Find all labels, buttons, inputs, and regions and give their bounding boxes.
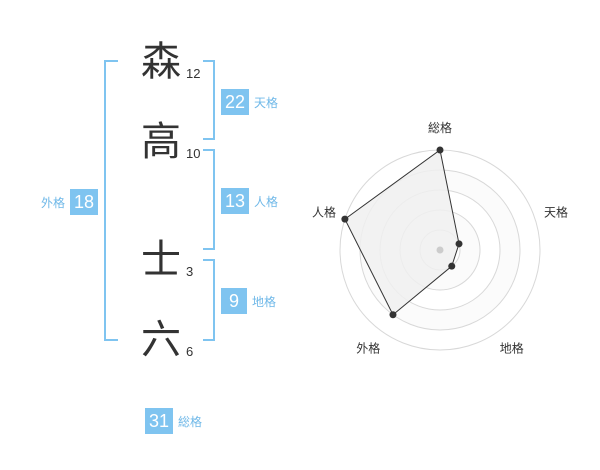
jinkaku-score: 13 人格 xyxy=(221,188,278,214)
tenkaku-label: 天格 xyxy=(254,95,279,110)
radar-point-1 xyxy=(436,146,444,154)
jinkaku-label: 人格 xyxy=(254,194,279,209)
stroke-count-3: 3 xyxy=(186,264,194,279)
radar-axis-label-3: 地格 xyxy=(500,341,524,356)
gaikaku-label: 外格 xyxy=(41,195,66,210)
soukaku-value: 31 xyxy=(145,408,174,434)
chikaku-label: 地格 xyxy=(252,294,277,309)
gaikaku-value: 18 xyxy=(70,189,99,215)
chikaku-score: 9 地格 xyxy=(221,288,276,314)
radar-point-2 xyxy=(455,240,463,248)
radar-axis-label-4: 外格 xyxy=(356,341,380,356)
tenkaku-score: 22 天格 xyxy=(221,89,278,115)
radar-point-3 xyxy=(448,262,456,270)
soukaku-score: 31 総格 xyxy=(145,408,202,434)
radar-axis-label-5: 人格 xyxy=(312,204,336,219)
stroke-count-4: 6 xyxy=(186,344,194,359)
kanji-char-2: 高 xyxy=(141,119,181,165)
jinkaku-bracket xyxy=(203,149,215,250)
tenkaku-bracket xyxy=(203,60,215,140)
radar-axis-label-1: 総格 xyxy=(428,120,452,135)
radar-point-5 xyxy=(341,215,349,223)
radar-center-dot xyxy=(436,246,444,254)
radar-value-polygon xyxy=(344,149,460,316)
radar-point-4 xyxy=(389,311,397,319)
chikaku-bracket xyxy=(203,259,215,341)
kanji-char-1: 森 xyxy=(141,39,181,85)
jinkaku-value: 13 xyxy=(221,188,250,214)
radar-axis-label-2: 天格 xyxy=(544,204,568,219)
soukaku-label: 総格 xyxy=(178,414,203,429)
kanji-char-3: 士 xyxy=(141,237,181,283)
stroke-count-2: 10 xyxy=(186,146,201,161)
stroke-count-1: 12 xyxy=(186,66,201,81)
kanji-char-4: 六 xyxy=(141,317,181,363)
tenkaku-value: 22 xyxy=(221,89,250,115)
chikaku-value: 9 xyxy=(221,288,247,314)
gaikaku-score: 外格 18 xyxy=(41,189,99,215)
gaikaku-bracket xyxy=(104,60,118,341)
